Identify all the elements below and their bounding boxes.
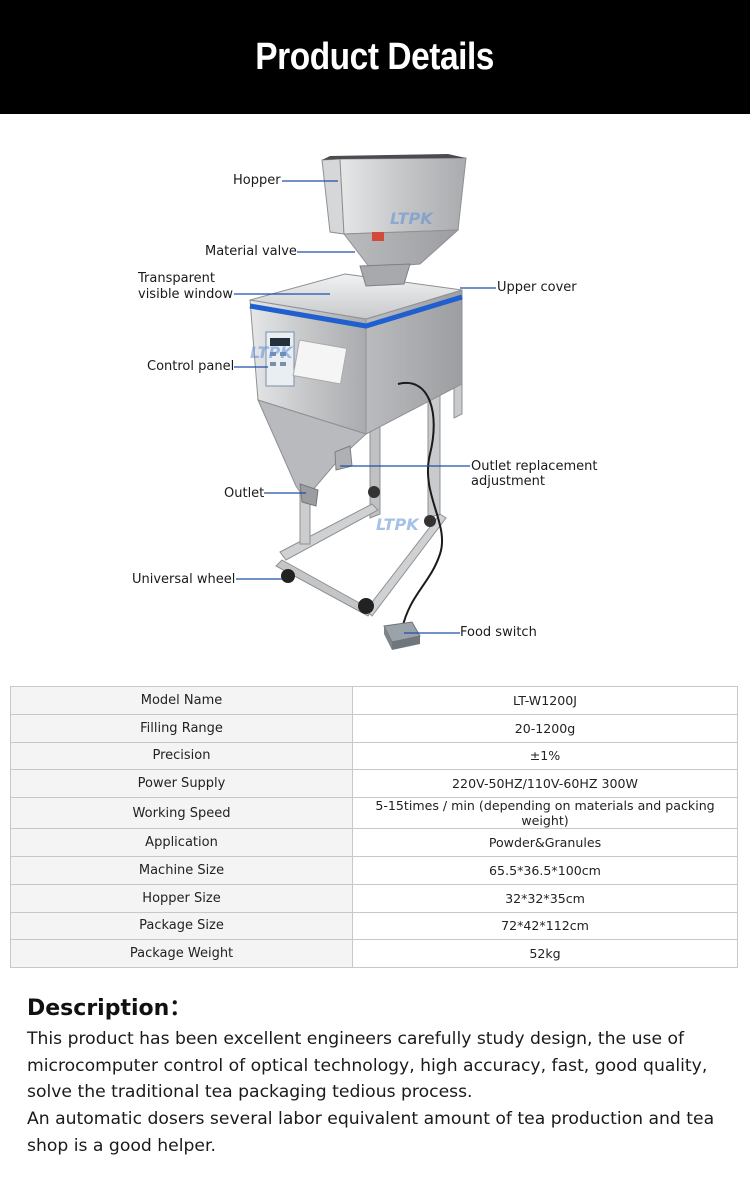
spec-table: Model Name LT-W1200J Filling Range 20-12… xyxy=(10,686,738,969)
header-banner: Product Details xyxy=(0,0,750,114)
spec-value: 52kg xyxy=(352,939,738,969)
spec-value: 65.5*36.5*100cm xyxy=(352,855,738,885)
label-control-panel: Control panel xyxy=(147,359,235,374)
spec-value: 32*32*35cm xyxy=(352,883,738,913)
table-row: Application Powder&Granules xyxy=(10,828,738,857)
label-outlet: Outlet xyxy=(224,486,265,501)
watermark: LTPK LTPK LTPK xyxy=(250,209,434,534)
label-upper-cover: Upper cover xyxy=(497,280,577,295)
table-row: Package Size 72*42*112cm xyxy=(10,911,738,941)
table-row: Working Speed 5-15times / min (depending… xyxy=(10,797,738,830)
spec-value: LT-W1200J xyxy=(352,686,738,715)
description-body: This product has been excellent engineer… xyxy=(27,1026,737,1160)
control-panel xyxy=(265,331,348,387)
machine-illustration: LTPK LTPK LTPK xyxy=(234,154,496,650)
spec-name: Working Speed xyxy=(10,797,353,830)
description-title: Description： xyxy=(27,996,192,1021)
machine-body xyxy=(249,273,463,507)
table-row: Hopper Size 32*32*35cm xyxy=(10,883,738,913)
watermark-text: LTPK xyxy=(376,515,420,534)
table-row: Package Weight 52kg xyxy=(10,939,738,969)
label-outlet-adjustment-line2: adjustment xyxy=(471,474,545,489)
spec-name: Precision xyxy=(10,741,353,771)
spec-name: Hopper Size xyxy=(10,883,353,913)
spec-name: Power Supply xyxy=(10,769,353,799)
spec-value: 220V-50HZ/110V-60HZ 300W xyxy=(352,769,738,799)
table-row: Precision ±1% xyxy=(10,741,738,771)
label-food-switch: Food switch xyxy=(460,625,537,640)
label-transparent-window-line2: visible window xyxy=(138,287,234,302)
spec-value: ±1% xyxy=(352,741,738,771)
label-universal-wheel: Universal wheel xyxy=(132,572,236,587)
machine-diagram: LTPK LTPK LTPK Hopper Material valve Tra… xyxy=(0,114,750,684)
label-outlet-adjustment-line1: Outlet replacement xyxy=(471,459,598,474)
spec-value: 72*42*112cm xyxy=(352,911,738,941)
spec-name: Model Name xyxy=(10,686,353,715)
hopper xyxy=(321,154,467,287)
table-row: Machine Size 65.5*36.5*100cm xyxy=(10,855,738,885)
spec-name: Package Size xyxy=(10,911,353,941)
page-title: Product Details xyxy=(255,35,495,78)
table-row: Model Name LT-W1200J xyxy=(10,686,738,715)
description-paragraph: An automatic dosers several labor equiva… xyxy=(27,1109,715,1156)
spec-name: Package Weight xyxy=(10,939,353,969)
watermark-text: LTPK xyxy=(250,343,294,362)
watermark-text: LTPK xyxy=(390,209,434,228)
spec-value: Powder&Granules xyxy=(352,828,738,857)
spec-value: 5-15times / min (depending on materials … xyxy=(352,797,738,830)
spec-name: Filling Range xyxy=(10,713,353,743)
cable xyxy=(397,381,443,630)
spec-value: 20-1200g xyxy=(352,713,738,743)
universal-wheel xyxy=(281,486,436,614)
spec-name: Application xyxy=(10,828,353,857)
description-paragraph: This product has been excellent engineer… xyxy=(27,1029,708,1103)
label-material-valve: Material valve xyxy=(205,244,297,259)
table-row: Power Supply 220V-50HZ/110V-60HZ 300W xyxy=(10,769,738,799)
leader-lines xyxy=(234,180,496,634)
label-transparent-window-line1: Transparent xyxy=(138,271,215,286)
label-hopper: Hopper xyxy=(233,173,281,188)
table-row: Filling Range 20-1200g xyxy=(10,713,738,743)
spec-name: Machine Size xyxy=(10,855,353,885)
foot-switch xyxy=(383,621,421,650)
